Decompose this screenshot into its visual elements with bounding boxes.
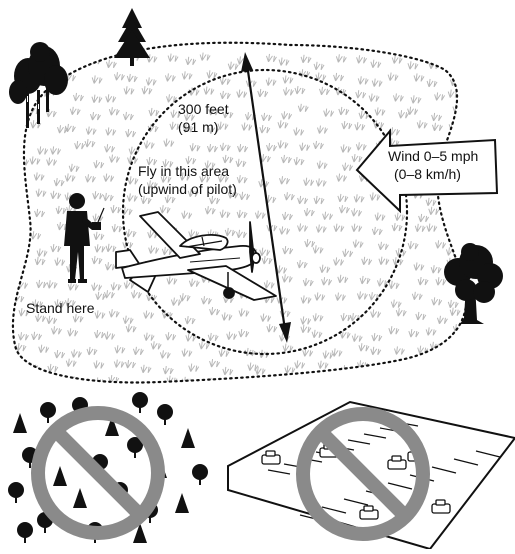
pine-tree-icon: [114, 8, 150, 66]
fly-area-label: Fly in this area: [138, 163, 229, 180]
no-parking-lot-prohibition-icon: [228, 402, 515, 549]
rc-airplane-icon: [116, 212, 276, 300]
birch-trees-icon: [9, 42, 68, 128]
distance-label-feet: 300 feet: [178, 101, 229, 118]
no-trees-prohibition-icon: [8, 392, 208, 543]
wind-speed-label: Wind 0–5 mph: [388, 148, 478, 165]
stand-here-label: Stand here: [26, 300, 95, 317]
pilot-with-transmitter-icon: [64, 193, 104, 283]
wind-speed-metric-label: (0–8 km/h): [394, 166, 461, 183]
fly-area-sublabel: (upwind of pilot): [138, 181, 237, 198]
distance-label-meters: (91 m): [178, 119, 218, 136]
